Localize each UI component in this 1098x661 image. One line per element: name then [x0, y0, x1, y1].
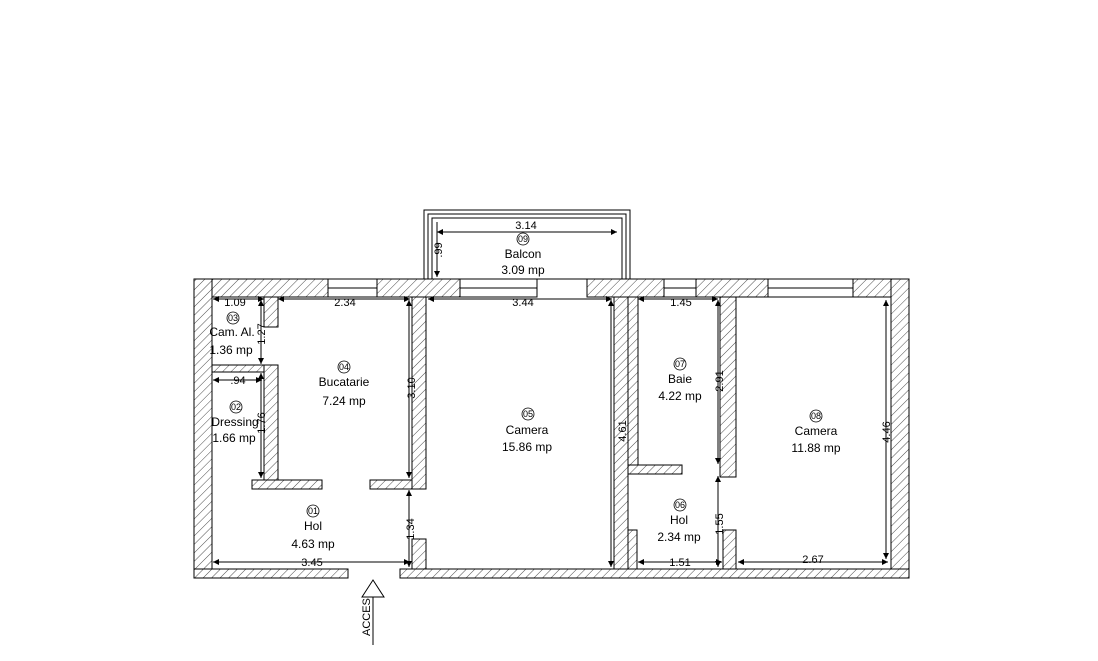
- windows: [327, 278, 854, 298]
- room-number-circle: [306, 504, 320, 518]
- room-area: 11.88 mp: [791, 441, 840, 455]
- room-number: 05: [523, 409, 533, 419]
- dimension-lines: [213, 222, 888, 567]
- room-name: Hol: [670, 513, 688, 527]
- room-area: 1.36 mp: [209, 343, 253, 357]
- room-area: 3.09 mp: [501, 263, 545, 277]
- interior-walls: [211, 296, 737, 570]
- camera-height-dim: 4.61: [617, 420, 629, 441]
- room-number-circle: [337, 360, 351, 374]
- room-number: 02: [231, 402, 241, 412]
- hol-width-dim: 3.45: [301, 557, 322, 569]
- room-area: 15.86 mp: [502, 440, 552, 454]
- room-number-circle: [516, 232, 530, 246]
- camera-width-dim: 3.44: [512, 297, 533, 309]
- dimension-arrows: [213, 229, 889, 567]
- room-area: 1.66 mp: [212, 431, 256, 445]
- balcon-width-dim: 3.14: [515, 220, 536, 232]
- baie-height-dim: 2.91: [714, 370, 726, 391]
- room-number: 08: [811, 411, 821, 421]
- entrance-marker: [361, 579, 385, 645]
- baie-width-dim: 1.45: [670, 297, 691, 309]
- camera-mica-width-dim: 2.67: [802, 554, 823, 566]
- room-name: Camera: [795, 424, 838, 438]
- bucatarie-height-dim: 3.10: [406, 377, 418, 398]
- room-name: Balcon: [505, 247, 542, 261]
- room-number-circle: [521, 407, 535, 421]
- room-name: Hol: [304, 519, 322, 533]
- hol-baie-width-dim: 1.51: [669, 557, 690, 569]
- cam-al-width-dim: 1.09: [224, 297, 245, 309]
- hol-height-dim: 1.34: [405, 518, 417, 539]
- room-number: 06: [675, 500, 685, 510]
- room-area: 7.24 mp: [322, 394, 366, 408]
- balcon-depth-dim: .99: [433, 242, 445, 257]
- room-name: Camera: [506, 423, 549, 437]
- camera-mica-height-dim: 4.46: [881, 421, 893, 442]
- room-area: 4.22 mp: [658, 389, 702, 403]
- room-number-circle: [809, 409, 823, 423]
- room-number-circle: [673, 357, 687, 371]
- dimension-labels: 3.14 .99 1.09 1.27 .94 1.76 2.34 3.10 3.…: [224, 220, 893, 569]
- bucatarie-width-dim: 2.34: [334, 297, 355, 309]
- room-number: 07: [675, 359, 685, 369]
- room-number-circle: [229, 400, 243, 414]
- cam-al-height-dim: 1.27: [256, 323, 268, 344]
- room-number: 04: [339, 362, 349, 372]
- room-area: 4.63 mp: [291, 537, 335, 551]
- room-number: 01: [308, 506, 318, 516]
- room-number: 09: [518, 234, 528, 244]
- room-name: Cam. Al.: [209, 325, 254, 339]
- room-name: Baie: [668, 372, 692, 386]
- entrance-label: ACCES: [361, 598, 373, 636]
- room-area: 2.34 mp: [657, 530, 701, 544]
- hol-baie-height-dim: 1.55: [714, 513, 726, 534]
- dressing-height-dim: 1.76: [256, 412, 268, 433]
- room-name: Bucatarie: [319, 375, 370, 389]
- room-labels: 09 Balcon 3.09 mp 03 Cam. Al. 1.36 mp 02…: [209, 232, 841, 551]
- room-number: 03: [228, 313, 238, 323]
- room-number-circle: [673, 498, 687, 512]
- dressing-width-dim: .94: [230, 375, 245, 387]
- room-number-circle: [226, 311, 240, 325]
- room-name: Dressing: [211, 415, 258, 429]
